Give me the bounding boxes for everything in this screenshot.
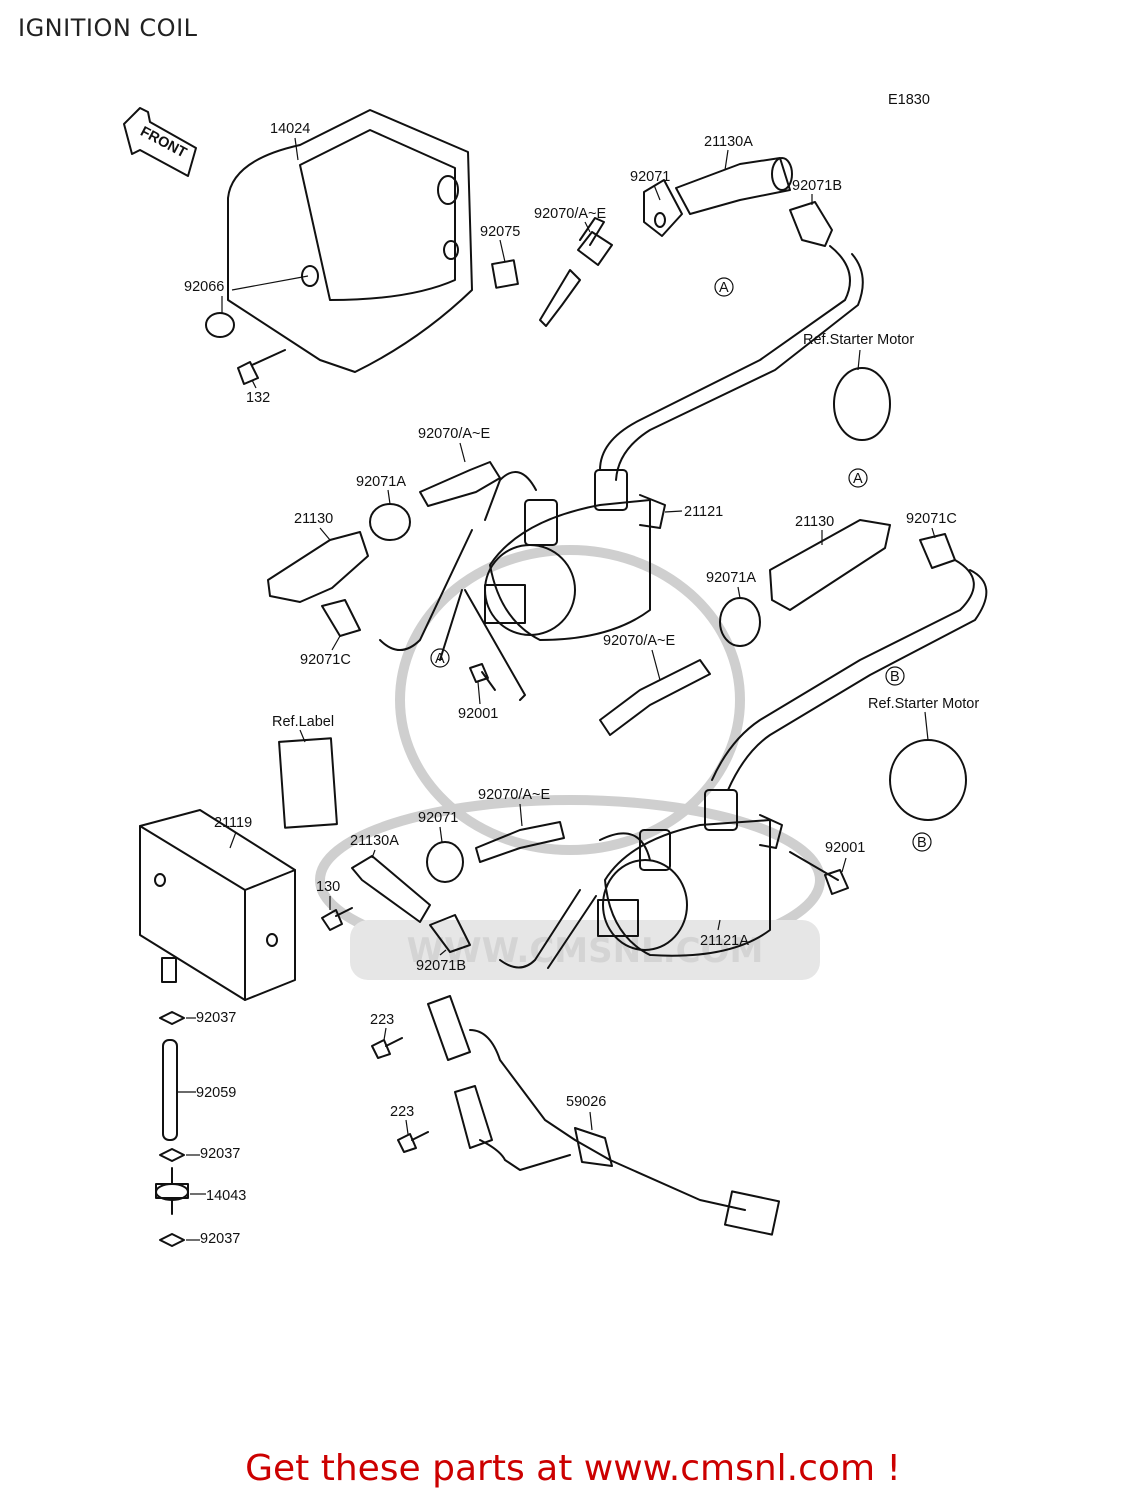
part-92071-cap-1 <box>643 179 683 237</box>
starter-motor-ring-A <box>833 367 891 441</box>
label-223-2: 223 <box>390 1104 414 1120</box>
label-92071C-left: 92071C <box>300 652 351 668</box>
part-92066-plug <box>205 312 235 338</box>
label-92070-mid: 92070/A~E <box>418 426 490 442</box>
part-92070-spark-plug-3 <box>599 659 711 736</box>
label-59026: 59026 <box>566 1094 606 1110</box>
part-21130A-boot-1 <box>675 157 793 215</box>
part-14043-filter <box>155 1167 189 1215</box>
label-92066: 92066 <box>184 279 224 295</box>
label-92001-mid: 92001 <box>458 706 498 722</box>
label-ref-starter-motor-1: Ref.Starter Motor <box>803 332 914 348</box>
part-92037-clamp-1 <box>159 1011 185 1025</box>
label-92071A-left: 92071A <box>356 474 406 490</box>
svg-text:B: B <box>917 835 927 851</box>
label-92037-3: 92037 <box>200 1231 240 1247</box>
label-21130-left: 21130 <box>294 511 333 527</box>
page-title: IGNITION COIL <box>18 14 198 42</box>
part-130-bolt <box>321 907 353 931</box>
label-92071C-right: 92071C <box>906 511 957 527</box>
part-21119-igniter-box <box>139 809 296 1001</box>
ignition-lead-A <box>599 245 864 481</box>
label-92070-right: 92070/A~E <box>603 633 675 649</box>
diagram-code: E1830 <box>888 92 930 108</box>
part-92037-clamp-2 <box>159 1148 185 1162</box>
label-92037-2: 92037 <box>200 1146 240 1162</box>
part-92071A-cap-2 <box>719 597 761 647</box>
label-14024: 14024 <box>270 121 310 137</box>
label-92037-1: 92037 <box>196 1010 236 1026</box>
part-92070-spark-plug-4 <box>475 821 565 863</box>
part-number-labels: 14024 21130A 92071 92071B 92070/A~E 9207… <box>178 121 979 1247</box>
part-92070-spark-plug-1 <box>539 217 613 327</box>
part-223-bolt-2 <box>397 1131 429 1153</box>
label-21130A-lower: 21130A <box>350 833 399 849</box>
label-ref-label: Ref.Label <box>272 714 334 730</box>
part-92071B-cap-1 <box>789 201 833 247</box>
part-92001-bolt-2 <box>789 851 849 895</box>
svg-text:A: A <box>435 651 445 667</box>
part-92071C-cap-1 <box>321 599 361 637</box>
part-21130-boot-2 <box>769 519 891 611</box>
label-130: 130 <box>316 879 340 895</box>
svg-text:A: A <box>719 280 729 296</box>
label-223-1: 223 <box>370 1012 394 1028</box>
part-92075-label <box>491 259 519 289</box>
label-21119: 21119 <box>214 815 252 831</box>
ignition-coil-diagram: WWW.CMSNL.COM E1830 FRONT A <box>123 92 988 1247</box>
label-92070-lower: 92070/A~E <box>478 787 550 803</box>
ignition-lead-B <box>711 559 988 791</box>
label-92071-lower: 92071 <box>418 810 458 826</box>
label-92071B-lower: 92071B <box>416 958 466 974</box>
part-59026-wire-harness <box>427 995 781 1236</box>
svg-text:B: B <box>890 669 900 685</box>
part-92001-bolt-1 <box>469 663 496 691</box>
watermark: WWW.CMSNL.COM <box>315 545 825 980</box>
footer-link-text[interactable]: Get these parts at www.cmsnl.com ! <box>245 1448 901 1489</box>
ignition-lead-left <box>379 471 537 701</box>
part-92037-clamp-3 <box>159 1233 185 1247</box>
label-ref-starter-motor-2: Ref.Starter Motor <box>868 696 979 712</box>
svg-text:A: A <box>853 471 863 487</box>
part-92071A-cap-1 <box>369 503 411 541</box>
part-14024-cover <box>227 109 473 373</box>
label-21130A-top: 21130A <box>704 134 753 150</box>
part-92071C-cap-2 <box>919 533 956 569</box>
part-92070-spark-plug-2 <box>419 461 501 507</box>
label-21130-right: 21130 <box>795 514 834 530</box>
ref-label-sticker <box>278 737 338 829</box>
label-92071A-right: 92071A <box>706 570 756 586</box>
part-223-bolt-1 <box>371 1037 403 1059</box>
label-92075: 92075 <box>480 224 520 240</box>
label-21121: 21121 <box>684 504 723 520</box>
label-21121A: 21121A <box>700 933 749 949</box>
part-92071B-cap-2 <box>429 914 471 953</box>
part-132-bolt <box>237 349 286 385</box>
label-92071B-top: 92071B <box>792 178 842 194</box>
part-92059-hose <box>162 1039 178 1141</box>
starter-motor-ring-B <box>889 739 967 821</box>
label-92059: 92059 <box>196 1085 236 1101</box>
label-92071-top: 92071 <box>630 169 670 185</box>
part-21121-ignition-coil <box>484 469 666 641</box>
front-arrow-icon: FRONT <box>123 107 197 177</box>
part-21130A-boot-2 <box>351 855 431 923</box>
ignition-lead-lower <box>499 832 651 969</box>
label-92001-lower: 92001 <box>825 840 865 856</box>
label-14043: 14043 <box>206 1188 246 1204</box>
part-21130-boot-1 <box>267 531 369 603</box>
part-92071-cap-2 <box>426 841 464 883</box>
label-92070-top: 92070/A~E <box>534 206 606 222</box>
label-132: 132 <box>246 390 270 406</box>
